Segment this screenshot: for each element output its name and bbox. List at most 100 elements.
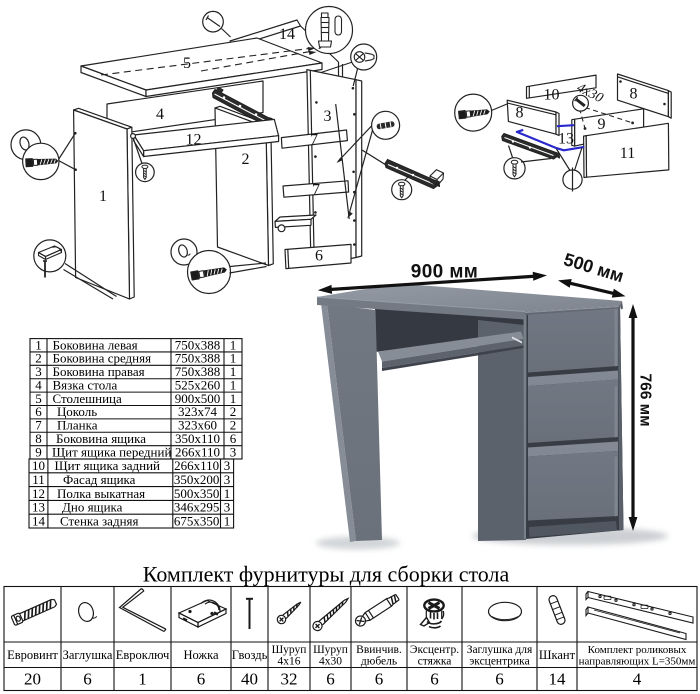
svg-text:40: 40 xyxy=(241,670,258,689)
svg-text:6: 6 xyxy=(197,670,206,689)
svg-text:1: 1 xyxy=(230,364,237,379)
svg-text:4х30: 4х30 xyxy=(319,656,342,668)
svg-text:5: 5 xyxy=(35,391,42,406)
svg-text:стяжка: стяжка xyxy=(418,656,452,668)
svg-text:Комплект фурнитуры для сборки: Комплект фурнитуры для сборки стола xyxy=(143,562,510,587)
svg-text:Эксцентр.: Эксцентр. xyxy=(410,644,459,656)
svg-text:1: 1 xyxy=(99,188,107,205)
svg-text:10: 10 xyxy=(544,87,560,104)
svg-text:Фасад ящика: Фасад ящика xyxy=(63,472,136,487)
svg-text:1: 1 xyxy=(224,513,231,528)
svg-text:эксцентрика: эксцентрика xyxy=(469,656,529,668)
svg-text:Шуруп: Шуруп xyxy=(313,644,348,656)
svg-text:1: 1 xyxy=(230,378,237,393)
svg-text:6: 6 xyxy=(230,431,237,446)
svg-text:323х74: 323х74 xyxy=(178,404,218,419)
svg-text:Стенка задняя: Стенка задняя xyxy=(60,513,139,528)
svg-text:12: 12 xyxy=(186,132,202,149)
svg-text:900х500: 900х500 xyxy=(175,391,221,406)
svg-text:Евроключ: Евроключ xyxy=(116,648,170,662)
svg-text:1: 1 xyxy=(224,486,231,501)
svg-text:8: 8 xyxy=(35,431,42,446)
svg-text:6: 6 xyxy=(315,248,323,265)
svg-text:7: 7 xyxy=(310,132,318,149)
svg-text:12: 12 xyxy=(32,486,45,501)
svg-text:Цоколь: Цоколь xyxy=(57,404,97,419)
svg-text:2: 2 xyxy=(230,404,237,419)
svg-text:Боковина правая: Боковина правая xyxy=(53,364,145,379)
svg-text:9: 9 xyxy=(35,444,42,459)
svg-text:3: 3 xyxy=(224,500,231,515)
svg-text:4: 4 xyxy=(633,670,642,689)
svg-text:11: 11 xyxy=(620,145,635,162)
svg-text:1: 1 xyxy=(230,391,237,406)
svg-text:Заглушка для: Заглушка для xyxy=(467,644,533,656)
svg-text:346х295: 346х295 xyxy=(174,500,220,515)
svg-text:Шуруп: Шуруп xyxy=(272,644,307,656)
svg-text:266х110: 266х110 xyxy=(174,458,219,473)
svg-text:1: 1 xyxy=(230,337,237,352)
svg-text:Шкант: Шкант xyxy=(539,648,576,662)
svg-text:4: 4 xyxy=(156,106,164,123)
svg-text:2: 2 xyxy=(230,418,237,433)
svg-text:4: 4 xyxy=(35,378,42,393)
svg-text:Щит ящика передний: Щит ящика передний xyxy=(52,444,171,459)
svg-text:11: 11 xyxy=(32,472,45,487)
svg-text:1: 1 xyxy=(230,351,237,366)
svg-text:Дно ящика: Дно ящика xyxy=(62,500,123,515)
svg-text:3: 3 xyxy=(224,458,231,473)
svg-text:32: 32 xyxy=(281,670,298,689)
svg-text:дюбель: дюбель xyxy=(361,656,397,668)
svg-text:направляющих L=350мм: направляющих L=350мм xyxy=(579,656,696,668)
svg-text:900 мм: 900 мм xyxy=(411,262,479,283)
svg-text:7: 7 xyxy=(35,418,42,433)
svg-text:13: 13 xyxy=(558,131,574,148)
svg-text:14: 14 xyxy=(549,670,567,689)
svg-text:675х350: 675х350 xyxy=(174,513,220,528)
svg-text:Столешница: Столешница xyxy=(53,391,122,406)
svg-text:3: 3 xyxy=(224,472,231,487)
svg-text:5: 5 xyxy=(183,55,191,72)
svg-text:750х388: 750х388 xyxy=(175,337,221,352)
svg-text:14: 14 xyxy=(279,26,295,43)
svg-text:Комплект роликовых: Комплект роликовых xyxy=(588,644,687,656)
svg-text:Планка: Планка xyxy=(57,418,98,433)
svg-text:500х350: 500х350 xyxy=(174,486,220,501)
svg-text:Ножка: Ножка xyxy=(183,648,218,662)
svg-text:750х388: 750х388 xyxy=(175,351,221,366)
svg-text:8: 8 xyxy=(516,105,524,122)
svg-text:8: 8 xyxy=(630,86,638,103)
svg-text:6: 6 xyxy=(35,404,42,419)
svg-text:750х388: 750х388 xyxy=(175,364,221,379)
svg-text:3: 3 xyxy=(324,108,332,125)
svg-text:14: 14 xyxy=(32,513,46,528)
svg-text:7: 7 xyxy=(312,182,320,199)
svg-text:Заглушка: Заглушка xyxy=(63,648,113,662)
svg-text:1: 1 xyxy=(138,670,147,689)
svg-text:350х200: 350х200 xyxy=(174,472,220,487)
svg-text:266х110: 266х110 xyxy=(175,444,220,459)
svg-text:Боковина левая: Боковина левая xyxy=(53,337,138,352)
svg-text:Евровинт: Евровинт xyxy=(7,648,58,662)
svg-text:6: 6 xyxy=(495,670,504,689)
svg-text:Боковина ящика: Боковина ящика xyxy=(56,431,146,446)
svg-text:6: 6 xyxy=(326,670,335,689)
svg-text:Гвоздь: Гвоздь xyxy=(232,648,268,662)
svg-text:Ввинчив.: Ввинчив. xyxy=(356,644,402,656)
svg-text:9: 9 xyxy=(598,116,606,133)
svg-text:Боковина средняя: Боковина средняя xyxy=(53,351,152,366)
svg-text:6: 6 xyxy=(430,670,439,689)
svg-text:525х260: 525х260 xyxy=(175,378,221,393)
svg-text:6: 6 xyxy=(375,670,384,689)
svg-text:2: 2 xyxy=(242,151,250,168)
svg-text:Щит ящика задний: Щит ящика задний xyxy=(55,458,161,473)
svg-text:3: 3 xyxy=(35,364,42,379)
svg-text:13: 13 xyxy=(32,500,45,515)
svg-text:2: 2 xyxy=(35,351,42,366)
svg-text:766 мм: 766 мм xyxy=(637,373,654,426)
svg-text:20: 20 xyxy=(24,670,41,689)
svg-text:Полка выкатная: Полка выкатная xyxy=(57,486,145,501)
svg-text:10: 10 xyxy=(32,458,45,473)
svg-text:3: 3 xyxy=(230,444,237,459)
svg-text:Вязка стола: Вязка стола xyxy=(53,378,118,393)
